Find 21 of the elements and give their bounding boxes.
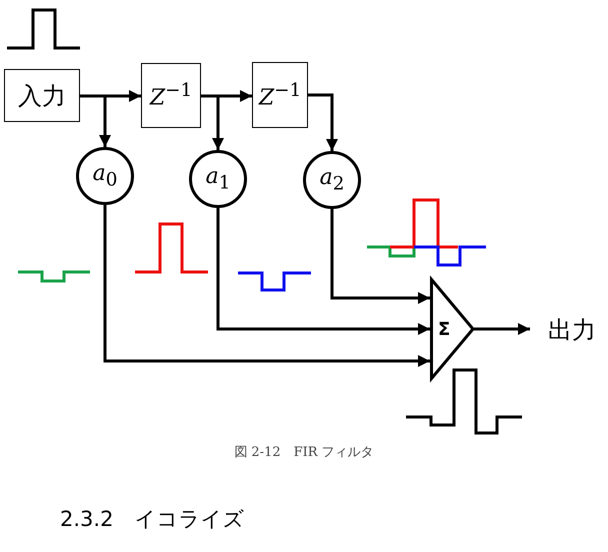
arrow <box>216 208 430 335</box>
arrow <box>201 94 224 150</box>
arrow <box>308 94 338 151</box>
arrow <box>474 323 530 335</box>
node-label: Z$^{−1}$ <box>150 80 192 111</box>
block-box <box>4 69 80 122</box>
node-label: 入力 <box>18 80 66 112</box>
section-heading: 2.3.2 イコライズ <box>60 506 244 533</box>
block-box <box>252 62 308 128</box>
arrow <box>80 94 111 147</box>
node-label: Z$^{−1}$ <box>258 80 302 110</box>
adder-triangle <box>430 278 474 380</box>
arrow <box>104 205 430 367</box>
figure-caption: 図 2-12 FIR フィルタ <box>233 444 375 461</box>
node-label: a$_{1}$ <box>206 164 230 194</box>
arrow <box>330 209 430 304</box>
node-label: a$_{2}$ <box>320 165 344 195</box>
node-label: a$_{0}$ <box>92 161 118 191</box>
output-label: 出力 <box>540 312 604 348</box>
sum-symbol: Σ <box>438 318 450 340</box>
block-box <box>141 63 201 128</box>
